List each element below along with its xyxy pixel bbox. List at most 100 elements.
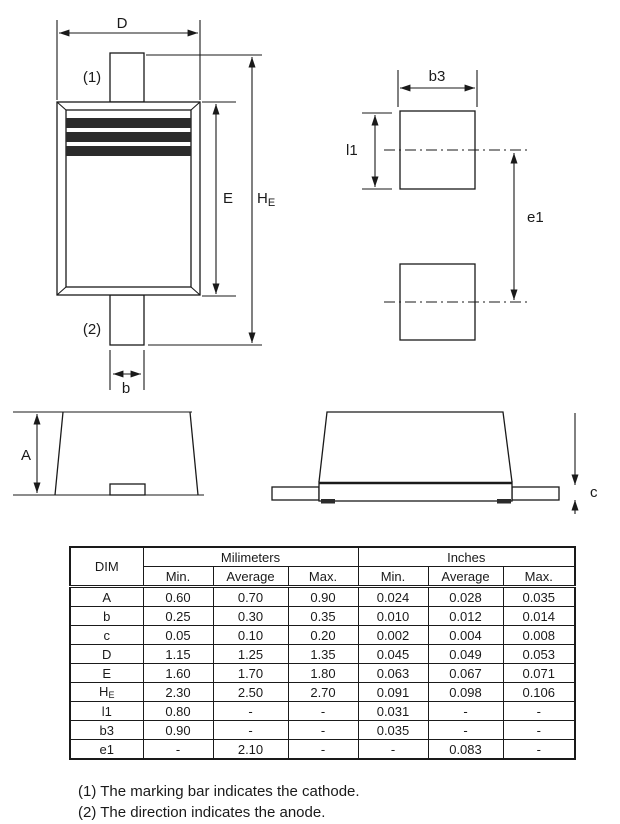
value-cell: 0.071: [502, 663, 576, 683]
he-label-sub: E: [268, 197, 275, 209]
l1-label: l1: [346, 142, 358, 159]
dim-header-cell: DIM: [69, 546, 144, 588]
dim-cell: E: [69, 663, 144, 683]
in-max-header: Max.: [502, 566, 576, 588]
body-outline: [56, 101, 201, 296]
lead-end-view: [109, 483, 146, 496]
value-cell: 0.091: [357, 682, 429, 702]
package-outline-drawing: D (1) (2) E HE b: [13, 15, 598, 514]
a-label: A: [21, 447, 31, 464]
value-cell: -: [142, 739, 214, 760]
dimension-table: DIM Milimeters Inches Min. Average Max. …: [69, 546, 576, 760]
value-cell: 0.20: [287, 625, 359, 645]
value-cell: 0.045: [357, 644, 429, 664]
table-header-group-row: DIM Milimeters Inches: [69, 546, 576, 588]
package-body-side: [318, 411, 513, 483]
table-row-c: c 0.05 0.10 0.20 0.002 0.004 0.008: [69, 625, 576, 645]
he-label: HE: [257, 190, 275, 209]
he-dim-sub: E: [108, 690, 115, 700]
inches-header-cell: Inches: [357, 546, 576, 567]
value-cell: 0.035: [502, 586, 576, 607]
value-cell: 0.083: [427, 739, 504, 760]
value-cell: 1.60: [142, 663, 214, 683]
mm-min-header: Min.: [142, 566, 214, 588]
value-cell: 0.35: [287, 606, 359, 626]
bevel-bottom-right: [190, 286, 201, 296]
value-cell: 0.05: [142, 625, 214, 645]
mm-max-header: Max.: [287, 566, 359, 588]
value-cell: -: [427, 701, 504, 721]
dim-cell: l1: [69, 701, 144, 721]
value-cell: 0.031: [357, 701, 429, 721]
pin1-label: (1): [83, 69, 101, 86]
value-cell: -: [287, 720, 359, 740]
note-cathode: (1) The marking bar indicates the cathod…: [78, 783, 360, 800]
value-cell: 0.002: [357, 625, 429, 645]
value-cell: 0.053: [502, 644, 576, 664]
value-cell: 0.80: [142, 701, 214, 721]
dim-cell: c: [69, 625, 144, 645]
cathode-marking-bar-1: [66, 118, 191, 128]
table-row-D: D 1.15 1.25 1.35 0.045 0.049 0.053: [69, 644, 576, 664]
value-cell: -: [502, 720, 576, 740]
value-cell: -: [427, 720, 504, 740]
value-cell: 2.70: [287, 682, 359, 702]
value-cell: 0.024: [357, 586, 429, 607]
value-cell: 0.035: [357, 720, 429, 740]
value-cell: 0.008: [502, 625, 576, 645]
side-view-left-drawing: A: [13, 411, 204, 496]
bottom-lead: [109, 294, 145, 346]
mm-avg-header: Average: [212, 566, 289, 588]
value-cell: 0.028: [427, 586, 504, 607]
in-avg-header: Average: [427, 566, 504, 588]
value-cell: 0.30: [212, 606, 289, 626]
value-cell: 1.80: [287, 663, 359, 683]
pin2-label: (2): [83, 321, 101, 338]
bevel-top-right: [190, 101, 201, 111]
right-lead-side: [511, 486, 560, 501]
bevel-top-left: [56, 101, 67, 111]
value-cell: -: [502, 739, 576, 760]
b3-label: b3: [429, 68, 446, 85]
table-header-sub-row: Min. Average Max. Min. Average Max.: [70, 566, 576, 588]
value-cell: 0.004: [427, 625, 504, 645]
value-cell: -: [212, 701, 289, 721]
top-lead: [109, 52, 145, 103]
dim-cell: b3: [69, 720, 144, 740]
table-row-b3: b3 0.90 - - 0.035 - -: [69, 720, 576, 740]
in-min-header: Min.: [357, 566, 429, 588]
c-label: c: [590, 484, 598, 501]
value-cell: 0.90: [142, 720, 214, 740]
value-cell: 0.60: [142, 586, 214, 607]
value-cell: 0.014: [502, 606, 576, 626]
dim-cell: HE: [69, 682, 144, 702]
value-cell: 2.10: [212, 739, 289, 760]
value-cell: 0.049: [427, 644, 504, 664]
value-cell: -: [357, 739, 429, 760]
value-cell: 2.30: [142, 682, 214, 702]
package-base: [318, 481, 513, 502]
cathode-marking-bar-2: [66, 132, 191, 142]
value-cell: 0.10: [212, 625, 289, 645]
value-cell: 0.70: [212, 586, 289, 607]
e-label: E: [223, 190, 233, 207]
dim-cell: A: [69, 586, 144, 607]
table-row-HE: HE 2.30 2.50 2.70 0.091 0.098 0.106: [69, 682, 576, 702]
cathode-marking-bar-3: [66, 146, 191, 156]
value-cell: 0.25: [142, 606, 214, 626]
value-cell: 0.90: [287, 586, 359, 607]
lead-foot-left: [321, 499, 335, 504]
table-row-b: b 0.25 0.30 0.35 0.010 0.012 0.014: [69, 606, 576, 626]
value-cell: 1.70: [212, 663, 289, 683]
table-row-A: A 0.60 0.70 0.90 0.024 0.028 0.035: [69, 586, 576, 607]
value-cell: -: [287, 701, 359, 721]
table-row-l1: l1 0.80 - - 0.031 - -: [69, 701, 576, 721]
he-label-main: H: [257, 190, 268, 207]
value-cell: 0.098: [427, 682, 504, 702]
value-cell: 0.067: [427, 663, 504, 683]
footprint-drawing: b3 l1 e1: [346, 68, 544, 341]
table-row-e1: e1 - 2.10 - - 0.083 -: [69, 739, 576, 760]
body-side-left-edge: [54, 411, 64, 496]
he-dim-main: H: [99, 684, 109, 699]
